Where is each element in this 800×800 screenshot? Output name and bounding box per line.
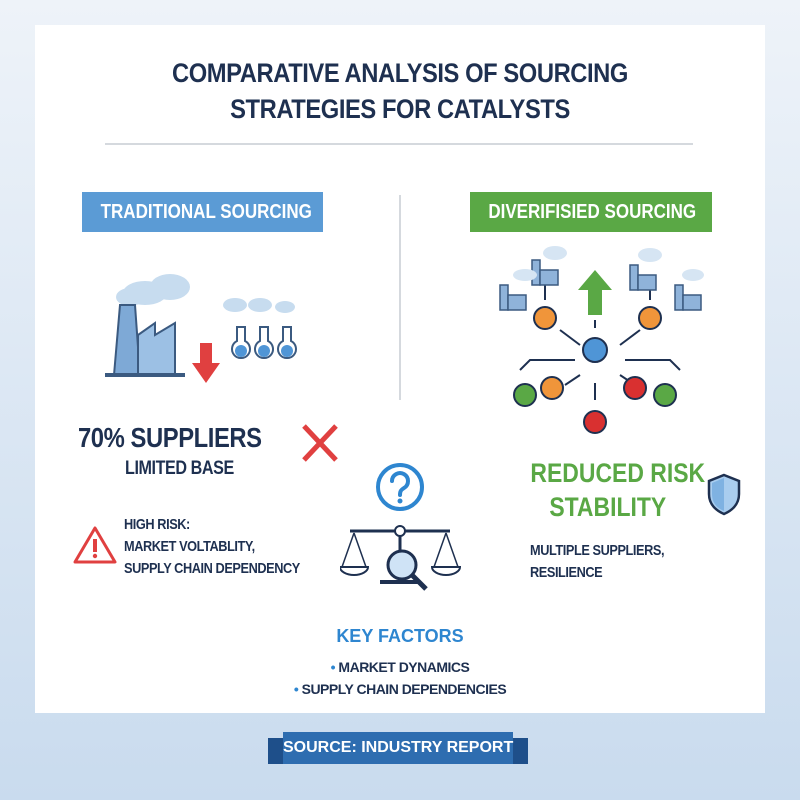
benefit-text: REDUCED RISK STABILITY [515, 456, 705, 524]
key-factors-title: KEY FACTORS [336, 626, 464, 646]
desc-line: RESILIENCE [530, 564, 603, 581]
list-item: • SUPPLY CHAIN DEPENDENCIES [293, 681, 507, 697]
benefit-line: REDUCED RISK [530, 458, 706, 488]
divider [105, 143, 693, 145]
list-item: • MARKET DYNAMICS [330, 659, 470, 675]
benefit-line: STABILITY [549, 492, 666, 522]
balance-scale-question-icon [340, 463, 462, 591]
source-banner: SOURCE: INDUSTRY REPORT [283, 732, 513, 764]
diversified-desc: MULTIPLE SUPPLIERS, RESILIENCE [530, 540, 688, 584]
risk-title: HIGH RISK: [124, 516, 190, 533]
supplier-stat-box: 70% SUPPLIERS [78, 422, 294, 454]
key-factors-list: • MARKET DYNAMICS • SUPPLY CHAIN DEPENDE… [0, 656, 800, 700]
traditional-sourcing-banner: TRADITIONAL SOURCING [100, 201, 312, 223]
risk-text: HIGH RISK: MARKET VOLTABLITY, SUPPLY CHA… [124, 514, 331, 580]
warning-icon [73, 526, 117, 564]
desc-line: MULTIPLE SUPPLIERS, [530, 542, 665, 559]
traditional-sourcing-banner-box: TRADITIONAL SOURCING [82, 192, 323, 232]
shield-icon [707, 473, 741, 516]
supplier-stat-sub-box: LIMITED BASE [125, 458, 253, 480]
supplier-network-icon [499, 246, 704, 434]
diversified-sourcing-banner-box: DIVERIFISIED SOURCING [470, 192, 712, 232]
supplier-stat-sub: LIMITED BASE [125, 458, 234, 479]
factory-decline-icon [105, 274, 297, 383]
supplier-stat: 70% SUPPLIERS [78, 422, 262, 453]
ribbon-end-right [508, 738, 528, 764]
x-mark-icon [302, 424, 338, 462]
risk-line: SUPPLY CHAIN DEPENDENCY [124, 560, 300, 577]
risk-line: MARKET VOLTABLITY, [124, 538, 255, 555]
vertical-divider [399, 195, 401, 400]
diversified-sourcing-banner: DIVERIFISIED SOURCING [488, 201, 697, 223]
